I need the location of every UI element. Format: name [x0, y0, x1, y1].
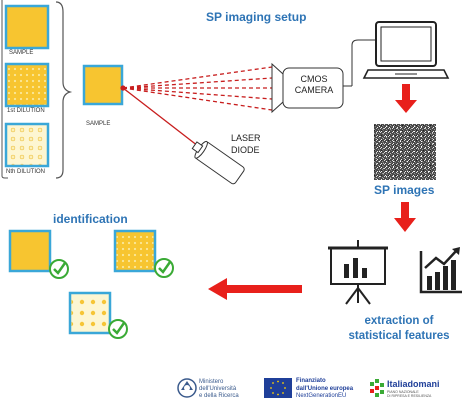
- first-dilution-label: 1st DILUTION: [7, 108, 45, 114]
- laser-beam: [122, 87, 199, 147]
- laser-label-line2: DIODE: [231, 145, 260, 155]
- first-dilution-square: [4, 62, 50, 108]
- italia-domani-text: Italiadomani: [387, 379, 440, 389]
- presentation-chart-icon: [328, 240, 388, 305]
- ministry-emblem: [177, 378, 197, 398]
- ministry-line2: dell'Università: [199, 386, 237, 392]
- speckle-pattern-image: [374, 124, 436, 180]
- cmos-camera-device: [271, 62, 344, 114]
- eu-line1: Finanziato: [296, 378, 326, 384]
- check-icon-1: [49, 259, 69, 279]
- camera-label: CMOS CAMERA: [286, 74, 342, 96]
- nth-dilution-square: [4, 122, 50, 168]
- ministry-text: Ministero dell'Università e della Ricerc…: [199, 379, 239, 400]
- eu-text: Finanziato dall'Unione europea NextGener…: [296, 378, 353, 401]
- identified-sample-3: [68, 291, 112, 335]
- identified-sample-1: [8, 229, 52, 273]
- scattered-light-beams: [122, 66, 273, 111]
- sp-images-label: SP images: [374, 183, 435, 197]
- main-sample-label: SAMPLE: [86, 121, 111, 127]
- sample-label: SAMPLE: [9, 50, 34, 56]
- extraction-label: extraction of statistical features: [326, 314, 472, 344]
- growth-chart-icon: [419, 247, 462, 294]
- identified-sample-2: [113, 229, 157, 273]
- eu-line2: dall'Unione europea: [296, 385, 354, 392]
- camera-label-line1: CMOS: [300, 74, 328, 84]
- main-sample-square: [82, 64, 124, 106]
- diagram-title: SP imaging setup: [206, 10, 307, 24]
- italia-sub1: PIANO NAZIONALE: [387, 390, 419, 394]
- check-icon-2: [154, 258, 174, 278]
- nth-dilution-label: Nth DILUTION: [6, 169, 46, 175]
- italia-domani-logo: [370, 379, 384, 397]
- arrow-to-statistics: [394, 202, 416, 232]
- laser-label: LASER DIODE: [231, 132, 261, 156]
- extraction-line2: statistical features: [348, 330, 450, 342]
- italia-sub2: DI RIPRESA E RESILIENZA: [387, 394, 432, 398]
- eu-flag: [264, 378, 292, 398]
- ministry-line3: e della Ricerca: [199, 393, 239, 399]
- left-bracket: [1, 0, 8, 179]
- laptop-icon: [362, 21, 450, 79]
- identification-label: identification: [53, 212, 128, 226]
- camera-label-line2: CAMERA: [294, 85, 334, 95]
- laser-label-line1: LASER: [231, 133, 261, 143]
- eu-line3: NextGenerationEU: [296, 393, 347, 399]
- italia-domani-subtext: PIANO NAZIONALE DI RIPRESA E RESILIENZA: [387, 390, 431, 398]
- arrow-to-identification: [208, 278, 302, 300]
- grouping-brace: [55, 1, 73, 179]
- check-icon-3: [108, 319, 128, 339]
- sample-undiluted-square: [4, 4, 50, 50]
- extraction-line1: extraction of: [364, 315, 434, 327]
- laser-diode-device: [191, 140, 245, 185]
- ministry-line1: Ministero: [199, 379, 224, 385]
- arrow-to-sp-image: [395, 84, 417, 113]
